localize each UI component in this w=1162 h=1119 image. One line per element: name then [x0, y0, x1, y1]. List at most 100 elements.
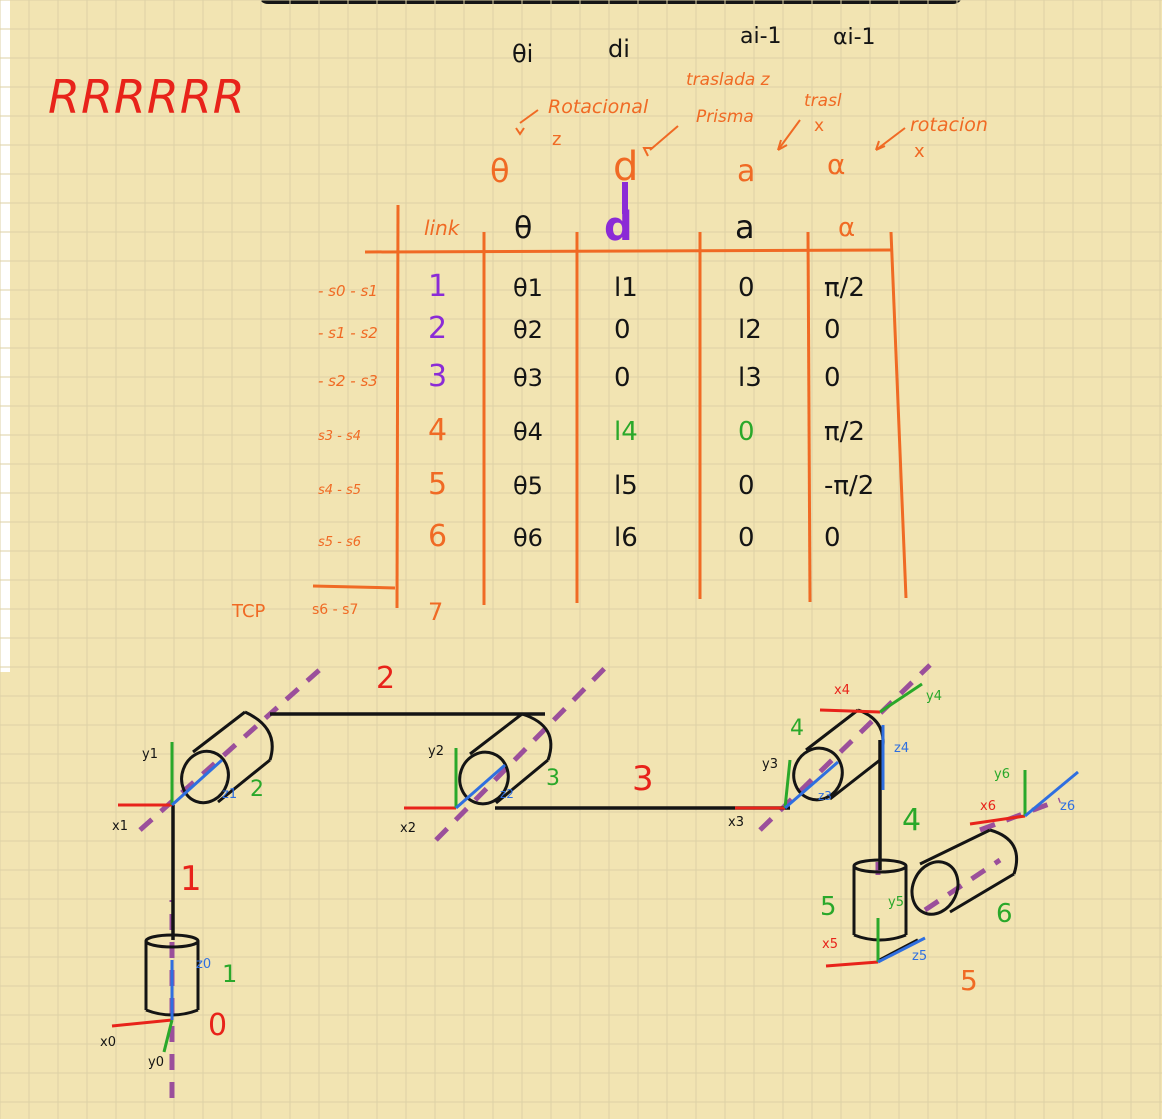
label-z1: z1	[222, 787, 237, 802]
joint2-front	[458, 750, 510, 806]
joint-cylinders	[144, 708, 1019, 1017]
label-z0: z0	[196, 957, 211, 972]
header-d: di	[608, 35, 630, 63]
symbol-a-orange: a	[737, 154, 755, 189]
table-cell-link: 5	[428, 467, 447, 502]
label-x1: x1	[112, 819, 128, 834]
label-y2: y2	[428, 744, 444, 759]
table-cell-frames: - s1 - s2	[318, 324, 378, 342]
joint1-front	[180, 749, 230, 805]
header-col-theta: θ	[514, 211, 532, 246]
table-cell-theta: θ1	[513, 274, 543, 302]
label-x5: x5	[822, 937, 838, 952]
table-cell-alpha: -π/2	[824, 471, 874, 501]
label-y3: y3	[762, 757, 778, 772]
table-cell-alpha: 0	[824, 315, 841, 345]
header-alpha: αi-1	[833, 25, 876, 50]
link-label-5: 5	[960, 964, 978, 997]
label-joint0: 1	[222, 960, 237, 988]
table-cell-a: 0	[738, 523, 755, 553]
header-a: ai-1	[740, 24, 782, 49]
base-label-0: 0	[208, 1008, 227, 1043]
header-theta: θi	[512, 40, 533, 68]
label-x6: x6	[980, 799, 996, 814]
white-edge	[0, 0, 10, 672]
table-cell-link: 2	[428, 311, 447, 346]
header-col-d: d	[604, 204, 633, 250]
label-y0: y0	[148, 1055, 164, 1070]
table-cell-alpha: 0	[824, 523, 841, 553]
table-cell-link: 4	[428, 413, 447, 448]
label-y6: y6	[994, 767, 1010, 782]
note-rotacional: Rotacional	[548, 96, 649, 118]
table-cell-frames: - s2 - s3	[318, 372, 378, 390]
table-cell-d: l4	[614, 417, 638, 447]
table-cell-alpha: π/2	[824, 417, 865, 447]
title: RRRRRR	[48, 70, 246, 124]
table-cell-frames: s5 - s6	[318, 535, 361, 550]
joint-label-5: 5	[820, 892, 837, 922]
symbol-alpha-orange: α	[827, 148, 845, 181]
label-y1: y1	[142, 747, 158, 762]
label-joint1: 2	[250, 777, 264, 802]
table-cell-link: 3	[428, 359, 447, 394]
note-trasl: trasl	[804, 91, 842, 111]
link-label-4: 4	[902, 803, 921, 838]
table-cell-d: 0	[614, 315, 631, 345]
frame-axes	[111, 682, 1079, 1053]
table-cell-frames: - s0 - s1	[318, 282, 378, 300]
joint6-front	[910, 860, 960, 916]
note-arrows	[515, 109, 906, 157]
label-y5: y5	[888, 895, 904, 910]
label-z5: z5	[912, 949, 927, 964]
table-cell-theta: θ2	[513, 316, 543, 344]
note-rotacional-axis: z	[552, 129, 561, 150]
table-cell-theta: θ3	[513, 364, 543, 392]
table-cell-alpha: π/2	[824, 273, 865, 303]
label-x0: x0	[100, 1035, 116, 1050]
label-x4: x4	[834, 683, 850, 698]
header-col-a: a	[735, 208, 755, 246]
header-link: link	[424, 216, 461, 240]
diagram-labels: 1 2 3 3 4 4 5 6 5 0 x0 y0 z0 1 x1 y1 z1 …	[100, 661, 1075, 1070]
table-cell-alpha: 0	[824, 363, 841, 393]
table-cell-d: l1	[614, 273, 638, 303]
joint-axes	[138, 663, 1061, 1098]
label-z6: z6	[1060, 799, 1075, 814]
table-cell-d: 0	[614, 363, 631, 393]
note-traslada: traslada z	[686, 70, 771, 90]
label-x3: x3	[728, 815, 744, 830]
table-cell-theta: θ6	[513, 524, 543, 552]
joint-label-4: 4	[790, 716, 804, 741]
header-col-alpha: α	[838, 213, 855, 243]
link-label-1: 1	[180, 859, 202, 899]
note-prisma: Prisma	[696, 107, 754, 127]
table-cell-a: l3	[738, 363, 762, 393]
label-z3: z3	[818, 789, 832, 803]
joint-label-6: 6	[996, 899, 1013, 929]
tcp-frames: s6 - s7	[312, 602, 358, 618]
label-z2: z2	[500, 787, 514, 801]
table-cell-a: l2	[738, 315, 762, 345]
top-bar	[258, 0, 963, 4]
link-label-2: 2	[376, 661, 395, 696]
joint3-front	[792, 746, 844, 802]
note-rotacion: rotacion	[910, 114, 988, 136]
table-cell-a: 0	[738, 273, 755, 303]
label-y4: y4	[926, 689, 942, 704]
table-cell-frames: s3 - s4	[318, 429, 361, 444]
label-z4: z4	[894, 741, 909, 756]
table-cell-link: 6	[428, 519, 447, 554]
table-cell-d: l6	[614, 523, 638, 553]
table-cell-a: 0	[738, 417, 755, 447]
note-rotacion-x: x	[914, 141, 925, 162]
link-label-3: 3	[632, 759, 654, 799]
table-cell-theta: θ4	[513, 418, 543, 446]
note-trasl-x: x	[814, 116, 824, 136]
table-grid	[312, 204, 908, 609]
label-x2: x2	[400, 821, 416, 836]
table-cell-theta: θ5	[513, 472, 543, 500]
